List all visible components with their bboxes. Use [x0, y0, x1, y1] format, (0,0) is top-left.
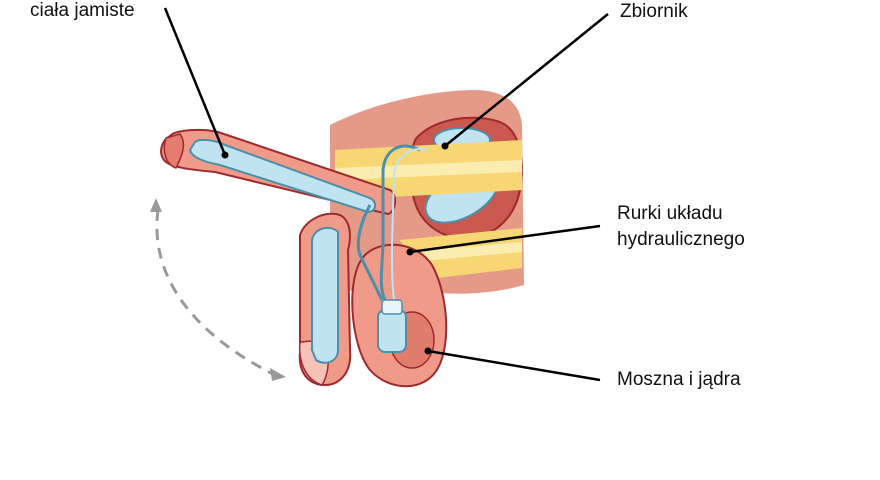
flaccid-cylinder [311, 226, 339, 364]
pump [377, 309, 407, 353]
tubing-main [379, 144, 421, 301]
arrow-head-bottom [270, 368, 286, 381]
label-cylinders: ciała jamiste [30, 0, 135, 21]
leader-tubing [409, 224, 601, 254]
erect-cylinder [188, 138, 376, 214]
leader-reservoir-dot [441, 142, 449, 150]
tubing-secondary [390, 147, 429, 306]
leader-tubing-dot [406, 248, 414, 256]
label-tubing-line1: Rurki układu [617, 203, 723, 224]
label-tubing: Rurki układu hydraulicznego [617, 201, 745, 253]
pubic-band-lower-highlight [405, 242, 522, 262]
leader-reservoir [444, 13, 609, 147]
leader-cylinders-dot [221, 151, 229, 159]
leader-scrotum-dot [424, 347, 432, 355]
leader-cylinders [163, 7, 227, 156]
glans [163, 133, 185, 169]
motion-arrow [155, 209, 276, 377]
tubing-cylinders [356, 204, 384, 301]
label-scrotum: Moszna i jądra [617, 369, 741, 390]
leader-scrotum [427, 349, 601, 382]
label-reservoir: Zbiornik [620, 1, 688, 22]
arrow-head-top [150, 198, 162, 212]
label-tubing-line2: hydraulicznego [617, 229, 745, 250]
pump-valve [381, 299, 403, 315]
